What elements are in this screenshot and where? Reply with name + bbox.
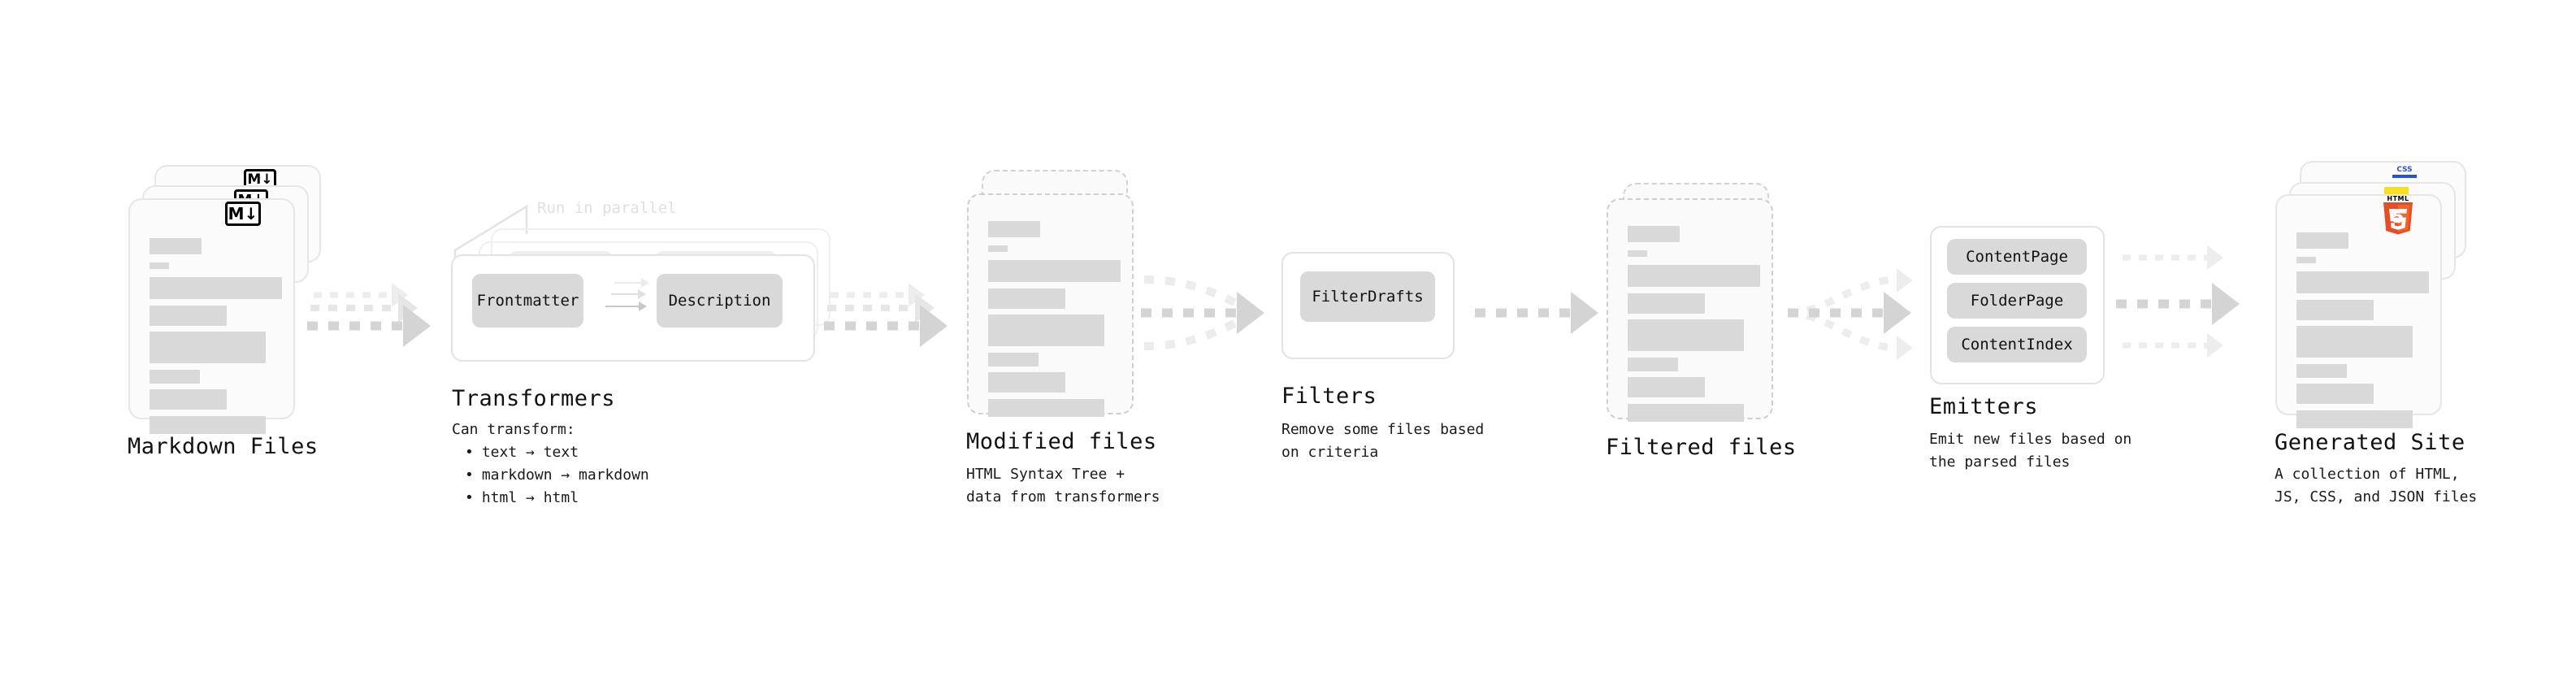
arrow-transformers-to-modified [824, 305, 949, 347]
card-bar-line-5 [2296, 384, 2374, 404]
generated-site-description: A collection of HTML, JS, CSS, and JSON … [2275, 466, 2478, 505]
arrow-filtered-to-emitters-top [1882, 268, 1931, 293]
transformers-description-lead: Can transform: [452, 421, 575, 438]
card-bar-line-5 [988, 372, 1065, 393]
arrow-emitters-to-site [2116, 283, 2241, 325]
card-bar-line-4 [1628, 358, 1678, 371]
emitter-chip-folderpage[interactable]: FolderPage [1947, 283, 2087, 319]
stage-label-generated-site: Generated Site [2275, 430, 2465, 455]
card-bar-line-1 [988, 260, 1121, 282]
card-bar-line-2 [2296, 300, 2374, 320]
card-bar-line-3 [988, 314, 1104, 346]
stage-label-transformers: Transformers [452, 386, 616, 411]
card-bar-subtitle [2296, 257, 2316, 263]
card-bar-line-2 [150, 306, 227, 326]
card-bar-line-1 [150, 277, 282, 299]
card-bar-line-3 [150, 332, 266, 363]
card-bar-line-6 [1628, 404, 1744, 422]
markdown-icon: M↓ [225, 202, 261, 226]
card-bar-subtitle [150, 262, 169, 269]
markdown-card-front [128, 198, 295, 434]
card-bar-line-6 [150, 416, 266, 434]
modified-card-front [967, 193, 1134, 417]
stage-label-filters: Filters [1281, 384, 1377, 409]
modified-files-description: HTML Syntax Tree + data from transformer… [966, 466, 1160, 505]
arrow-markdown-to-transformers [307, 305, 432, 347]
filters-description: Remove some files based on criteria [1281, 421, 1485, 461]
card-bar-line-6 [2296, 410, 2413, 428]
css-icon: CSS [2392, 166, 2417, 180]
card-bar-title [2296, 232, 2348, 249]
stage-label-markdown-files: Markdown Files [128, 434, 319, 459]
card-bar-line-1 [1628, 265, 1760, 287]
card-bar-line-1 [2296, 271, 2429, 293]
stage-label-filtered-files: Filtered files [1606, 435, 1797, 460]
card-bar-line-2 [1628, 293, 1705, 314]
filtered-card-front [1607, 198, 1773, 422]
css-icon-label: CSS [2396, 166, 2413, 174]
arrow-filtered-to-emitters-bottom [1882, 336, 1931, 360]
emitter-chip-contentpage[interactable]: ContentPage [1947, 239, 2087, 275]
filter-chip-filterdrafts[interactable]: FilterDrafts [1300, 271, 1435, 322]
card-bar-line-3 [2296, 326, 2413, 358]
transformer-chip-frontmatter[interactable]: Frontmatter [472, 274, 583, 327]
arrow-modified-to-filters [1141, 292, 1266, 334]
transformer-inline-arrow [605, 301, 647, 311]
card-bar-subtitle [1628, 250, 1647, 257]
arrow-emitters-to-site-bottom [2123, 333, 2236, 358]
card-bar-title [988, 221, 1040, 237]
card-bar-line-2 [988, 288, 1065, 309]
card-bar-line-6 [988, 399, 1104, 417]
html5-icon: HTML 5 [2381, 195, 2415, 235]
transformers-capability-item: text → text [465, 441, 649, 464]
arrow-filters-to-filtered-files [1475, 292, 1600, 334]
card-bar-line-4 [988, 353, 1039, 367]
arrow-emitters-to-site-top [2123, 245, 2236, 270]
run-in-parallel-label: Run in parallel [537, 199, 677, 217]
html5-icon-wordmark: HTML [2387, 195, 2409, 202]
transformers-capability-item: markdown → markdown [465, 464, 649, 487]
card-bar-title [1628, 226, 1680, 242]
emitters-description: Emit new files based on the parsed files [1929, 431, 2132, 471]
transformers-capability-list: text → text markdown → markdown html → h… [452, 441, 649, 510]
stage-label-modified-files: Modified files [966, 429, 1157, 454]
transformer-inline-arrow-mid [611, 289, 646, 299]
card-bar-line-5 [150, 389, 227, 410]
card-bar-line-4 [2296, 364, 2347, 378]
markdown-icon-glyph: M↓ [247, 171, 273, 188]
card-bar-subtitle [988, 245, 1008, 252]
markdown-icon-glyph: M↓ [228, 204, 258, 223]
emitter-chip-contentindex[interactable]: ContentIndex [1947, 327, 2087, 362]
css-icon-underline [2392, 175, 2417, 178]
transformers-description: Can transform: text → text markdown → ma… [452, 419, 649, 510]
html5-icon-digit: 5 [2392, 207, 2405, 227]
card-bar-line-4 [150, 370, 200, 384]
card-bar-title [150, 238, 202, 254]
card-bar-line-5 [1628, 377, 1705, 397]
transformer-chip-description[interactable]: Description [657, 274, 783, 327]
transformers-capability-item: html → html [465, 487, 649, 510]
arrow-filtered-to-emitters [1788, 292, 1913, 334]
card-bar-line-3 [1628, 319, 1744, 351]
site-card-front [2275, 194, 2442, 428]
stage-label-emitters: Emitters [1929, 394, 2039, 419]
transformer-inline-arrow-back [614, 278, 649, 288]
